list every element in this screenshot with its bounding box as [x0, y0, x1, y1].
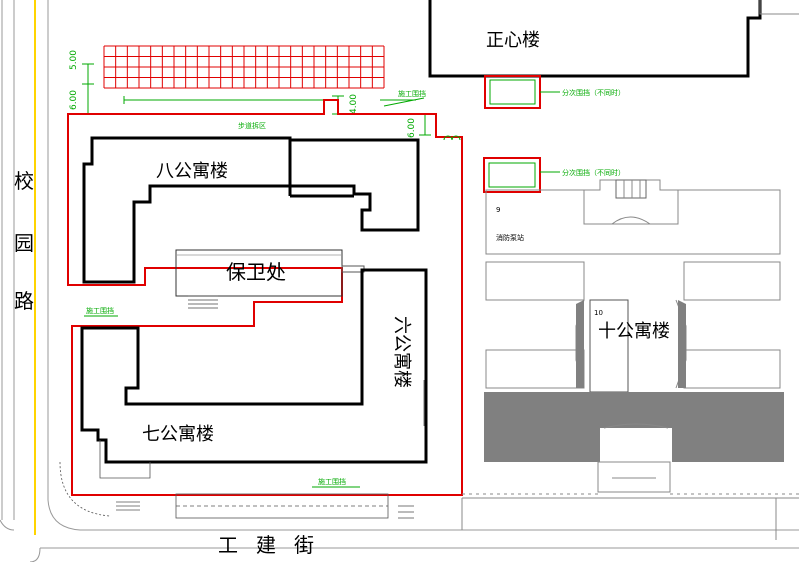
dimension-lines: [82, 63, 431, 136]
dormitory-6-7: [80, 268, 428, 464]
parking-grid: [103, 45, 385, 89]
dormitory-7-label: 七公寓楼: [142, 424, 214, 445]
road-label-street-3: 街: [294, 533, 314, 557]
partial-fence-label-2: 分次围挡（不同时）: [562, 168, 625, 177]
security-office: [175, 249, 365, 309]
dormitory-6-label: 六公寓楼: [391, 316, 412, 388]
entrance-marks: [99, 380, 425, 479]
construction-fence: [67, 99, 463, 496]
dormitory-10-dark-wings: [484, 300, 784, 462]
fence-curve-marks: [443, 135, 461, 141]
dormitory-10-label: 十公寓楼: [598, 321, 670, 342]
dormitory-8: [82, 136, 420, 284]
dormitory-10: [485, 179, 781, 393]
fence-label-left: 施工围挡: [86, 306, 114, 315]
dormitory-8-label: 八公寓楼: [156, 161, 228, 182]
dim-label-500: 5.00: [69, 50, 79, 70]
fence-label-bottom: 施工围挡: [318, 477, 346, 486]
road-label-street-2: 建: [256, 533, 276, 557]
partial-fence-boxes: [483, 75, 560, 193]
dormitory-10-number: 10: [594, 309, 603, 317]
walkway-label: 步道拆区: [238, 121, 266, 130]
zhengxin-building: [428, 0, 799, 78]
road-label-campus-2: 园: [14, 231, 34, 255]
road-label-street-1: 工: [218, 533, 238, 557]
road-label-campus-1: 校: [14, 169, 34, 193]
lower-entrance: [461, 423, 799, 540]
pump-station-number: 9: [496, 206, 500, 214]
dim-label-600-right: 6.00: [407, 118, 417, 138]
fence-label-top: 施工围挡: [398, 89, 426, 98]
zhengxin-label: 正心楼: [486, 30, 540, 51]
pump-station-label: 消防泵站: [496, 233, 524, 242]
gongjian-street: [29, 547, 799, 562]
walkway-strip: [59, 461, 414, 519]
campus-road: [0, 0, 799, 535]
partial-fence-label-1: 分次围挡（不同时）: [562, 88, 625, 97]
security-office-label: 保卫处: [226, 260, 286, 284]
dim-label-400: 4.00: [349, 94, 359, 114]
dim-label-600-left: 6.00: [69, 90, 79, 110]
road-label-campus-3: 路: [14, 289, 34, 313]
